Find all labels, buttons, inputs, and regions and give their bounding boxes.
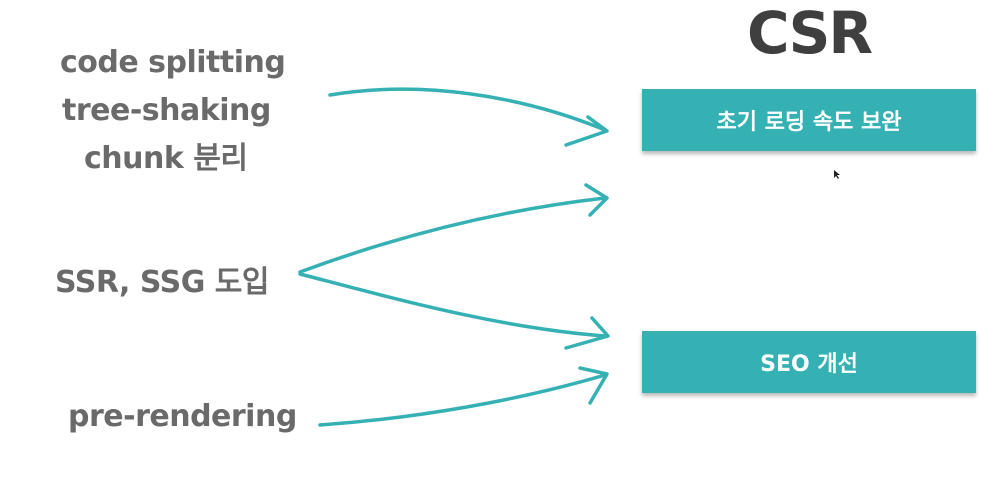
label-code-splitting: code splitting <box>60 45 286 80</box>
arrow-ssr-to-seo <box>298 272 607 338</box>
arrowhead-pre-to-seo <box>578 366 609 405</box>
arrowhead-ssr-to-seo <box>564 316 610 350</box>
arrow-split-to-initial <box>328 87 607 132</box>
arrow-pre-to-seo <box>318 373 607 427</box>
arrow-ssr-to-initial <box>298 196 607 274</box>
label-pre-rendering: pre-rendering <box>68 399 297 434</box>
box-seo: SEO 개선 <box>642 331 976 393</box>
box-initial-loading: 초기 로딩 속도 보완 <box>642 89 976 151</box>
label-tree-shaking: tree-shaking <box>62 93 271 128</box>
arrowhead-split-to-initial <box>564 115 609 147</box>
mouse-cursor-icon <box>834 170 840 179</box>
page-title: CSR <box>747 0 873 67</box>
label-chunk: chunk 분리 <box>84 141 248 176</box>
label-ssr-ssg: SSR, SSG 도입 <box>55 265 270 300</box>
arrowhead-ssr-to-initial <box>584 183 609 217</box>
